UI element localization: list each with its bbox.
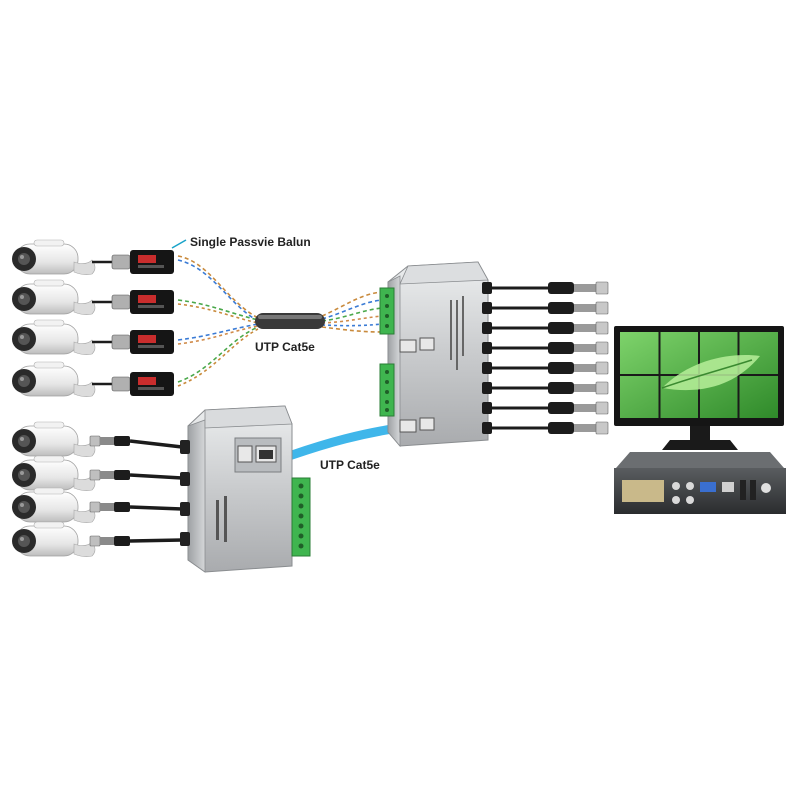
twisted-wires-right <box>321 291 383 333</box>
bnc-connector-icon <box>89 435 130 447</box>
balun-icon <box>111 290 174 314</box>
dvr-icon <box>614 452 786 514</box>
camera-icon <box>12 239 96 275</box>
utp-cat5e-label-bottom: UTP Cat5e <box>320 458 380 472</box>
camera-icon <box>12 319 96 355</box>
monitor-icon <box>614 326 784 450</box>
utp-blue-cable <box>287 423 403 460</box>
bnc-connector-icon <box>548 321 609 335</box>
balun-icon <box>111 372 174 396</box>
camera-icon <box>12 361 96 397</box>
single-balun-group <box>111 239 187 396</box>
camera-icon <box>12 455 96 491</box>
camera-group-bottom <box>12 421 183 557</box>
balun-icon <box>111 250 174 274</box>
camera-group-top <box>12 239 118 397</box>
balun-icon <box>111 330 174 354</box>
bnc-connector-icon <box>548 301 609 315</box>
bnc-connector-icon <box>89 535 130 547</box>
camera-icon <box>12 487 96 523</box>
bnc-connector-icon <box>548 281 609 295</box>
bnc-connector-icon <box>548 421 609 435</box>
twisted-wires-left <box>177 255 259 387</box>
bnc-connector-icon <box>548 381 609 395</box>
utp-cat5e-label-top: UTP Cat5e <box>255 340 315 354</box>
balun-hub-4ch <box>180 405 311 573</box>
bnc-connector-icon <box>548 341 609 355</box>
bnc-connector-icon <box>89 501 130 513</box>
bnc-connector-icon <box>89 469 130 481</box>
camera-icon <box>12 279 96 315</box>
bnc-connector-icon <box>548 361 609 375</box>
utp-cable-sleeve <box>255 313 325 329</box>
balun-hub-8ch <box>379 261 489 448</box>
bnc-connector-icon <box>548 401 609 415</box>
camera-icon <box>12 521 96 557</box>
camera-icon <box>12 421 96 457</box>
rj45-port-icon <box>259 450 273 459</box>
hub-bnc-outputs <box>482 281 609 435</box>
single-balun-label: Single Passvie Balun <box>190 235 311 249</box>
